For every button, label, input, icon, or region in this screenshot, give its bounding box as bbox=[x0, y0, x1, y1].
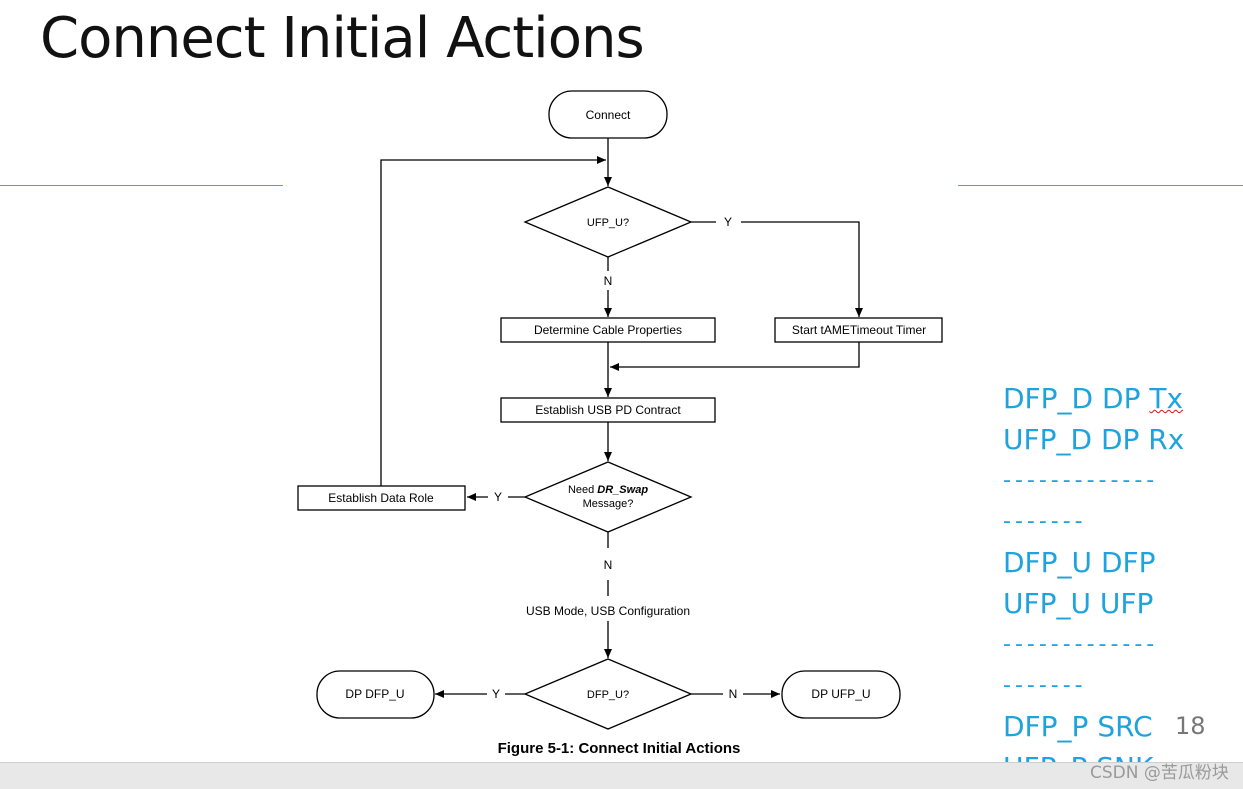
start-timer-label: Start tAMETimeout Timer bbox=[792, 323, 926, 337]
connect-label: Connect bbox=[586, 108, 631, 122]
need-swap-label-2: Message? bbox=[583, 498, 634, 510]
flowchart-figure: Connect UFP_U? Y N Determine Cable Prope… bbox=[283, 80, 958, 772]
dp-ufp-u-label: DP UFP_U bbox=[811, 687, 870, 701]
note-separator-2b: ------- bbox=[1003, 673, 1087, 698]
establish-contract-label: Establish USB PD Contract bbox=[535, 403, 681, 417]
dfp-no-label: N bbox=[729, 687, 738, 701]
dfp-yes-label: Y bbox=[492, 687, 500, 701]
note-line-3: DFP_U DFP bbox=[1003, 546, 1156, 579]
title-rule-right bbox=[958, 185, 1243, 186]
edge-ufp-yes-b bbox=[741, 221, 863, 317]
note-line-1: DFP_D DP Tx bbox=[1003, 382, 1184, 415]
page-number: 18 bbox=[1175, 712, 1206, 740]
flowchart-svg: Connect UFP_U? Y N Determine Cable Prope… bbox=[297, 90, 943, 757]
determine-cable-label: Determine Cable Properties bbox=[534, 323, 682, 337]
edge-timer-merge bbox=[610, 342, 860, 371]
establish-data-role-node bbox=[297, 485, 466, 511]
note-separator-2a: ------------- bbox=[1003, 632, 1159, 657]
ufp-no-label: N bbox=[604, 274, 613, 288]
swap-no-label: N bbox=[604, 558, 613, 572]
dp-dfp-u-node bbox=[316, 670, 435, 719]
dp-dfp-u-label: DP DFP_U bbox=[345, 687, 404, 701]
dfp-u-label: DFP_U? bbox=[587, 689, 629, 701]
ufp-u-label: UFP_U? bbox=[587, 217, 629, 229]
swap-yes-label: Y bbox=[494, 490, 502, 504]
usb-mode-label: USB Mode, USB Configuration bbox=[526, 604, 690, 618]
misspelled-word: Tx bbox=[1149, 382, 1184, 415]
note-line-2: UFP_D DP Rx bbox=[1003, 423, 1185, 456]
title-rule-left bbox=[0, 185, 284, 186]
need-swap-label: Need DR_Swap bbox=[568, 484, 648, 496]
figure-caption: Figure 5-1: Connect Initial Actions bbox=[498, 740, 741, 757]
note-separator-1a: ------------- bbox=[1003, 468, 1159, 493]
ufp-yes-label: Y bbox=[724, 215, 732, 229]
need-swap-decision-node bbox=[523, 461, 693, 533]
notes-panel: DFP_D DP Tx UFP_D DP Rx ------------- --… bbox=[1003, 378, 1243, 788]
establish-data-role-label: Establish Data Role bbox=[328, 491, 434, 505]
dp-ufp-u-node bbox=[781, 670, 901, 719]
slide-title: Connect Initial Actions bbox=[40, 6, 645, 71]
edge-loop-back bbox=[380, 156, 606, 486]
watermark: CSDN @苦瓜粉块 bbox=[1090, 763, 1229, 783]
dfp-u-decision-node bbox=[523, 658, 693, 730]
note-separator-1b: ------- bbox=[1003, 509, 1087, 534]
note-line-5: DFP_P SRC bbox=[1003, 710, 1153, 743]
note-line-4: UFP_U UFP bbox=[1003, 587, 1154, 620]
bottom-scroll-bar[interactable] bbox=[0, 762, 1243, 789]
